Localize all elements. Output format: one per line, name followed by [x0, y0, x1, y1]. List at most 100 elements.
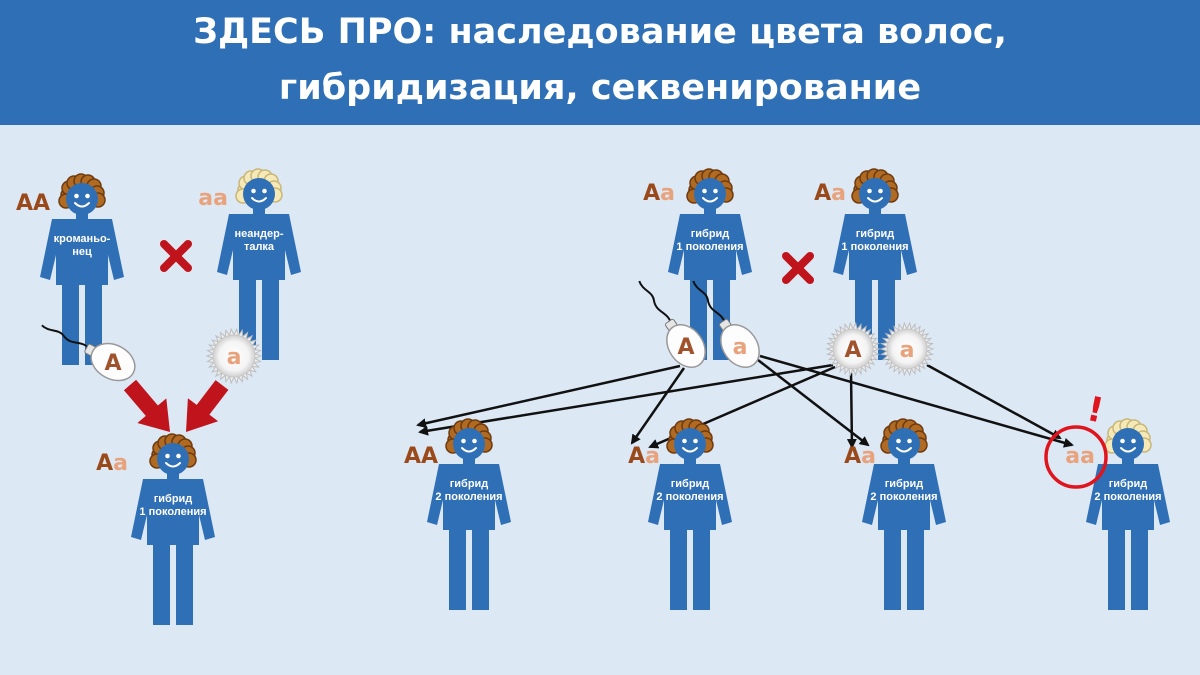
body-label-line-2: талка [244, 241, 275, 253]
red-inheritance-arrow [123, 379, 170, 432]
eye-right [907, 438, 912, 444]
smile [682, 447, 698, 453]
allele-1: A [814, 181, 831, 206]
person-figure [862, 418, 946, 610]
person-figure [131, 433, 215, 625]
neck [1122, 456, 1134, 466]
body-label-line-2: 2 поколения [870, 491, 937, 503]
allele-1: a [198, 186, 213, 211]
leg-right [262, 270, 279, 360]
allele-2: A [421, 444, 438, 469]
gamete-letter: A [677, 335, 694, 360]
genotype-label: aa [198, 186, 228, 211]
leg-right [693, 520, 710, 610]
leg-right [176, 535, 193, 625]
title-line-1: ЗДЕСЬ ПРО: наследование цвета волос, [193, 12, 1007, 52]
body-label-line-2: 2 поколения [1094, 491, 1161, 503]
allele-2: a [213, 186, 228, 211]
sperm-head [90, 342, 136, 382]
body-label-line-2: 1 поколения [841, 241, 908, 253]
smile [165, 462, 181, 468]
body-label-line-2: нец [72, 246, 92, 258]
sperm-head [720, 324, 760, 368]
torso [217, 214, 301, 280]
torso [833, 214, 917, 280]
smile [1120, 447, 1136, 453]
leg-left [670, 520, 687, 610]
genotype-label: Aa [814, 181, 846, 206]
allele-2: a [660, 181, 675, 206]
head [453, 428, 485, 460]
eye-right [1131, 438, 1136, 444]
exclamation-mark: ! [1084, 389, 1107, 431]
leg-left [153, 535, 170, 625]
eye-left [165, 453, 170, 459]
sperm-icon: A [41, 324, 136, 382]
inheritance-arrow [416, 364, 681, 429]
genotype-label: AA [16, 191, 50, 216]
eye-right [713, 188, 718, 194]
torso [668, 214, 752, 280]
sperm-tail [692, 280, 727, 325]
person-figure [648, 418, 732, 610]
allele-2: a [645, 444, 660, 469]
leg-left [449, 520, 466, 610]
head [888, 428, 920, 460]
head [66, 183, 98, 215]
eye-right [85, 193, 90, 199]
leg-right [472, 520, 489, 610]
allele-1: A [643, 181, 660, 206]
red-inheritance-arrow [186, 380, 229, 432]
genotype-label: Aa [628, 444, 660, 469]
arrows-layer [123, 354, 1074, 449]
smile [867, 197, 883, 203]
eye-left [1120, 438, 1125, 444]
person-figure [217, 168, 301, 360]
sperm-tail [638, 280, 673, 325]
cross-stroke-2 [160, 240, 192, 272]
allele-2: a [113, 451, 128, 476]
torso [427, 464, 511, 530]
sperm-icon: A [638, 280, 706, 368]
torso [648, 464, 732, 530]
person-figure [668, 168, 752, 360]
eye-left [461, 438, 466, 444]
body-label-line-2: 2 поколения [435, 491, 502, 503]
inheritance-arrow [759, 354, 1074, 448]
eye-left [702, 188, 707, 194]
allele-1: A [404, 444, 421, 469]
leg-right [85, 275, 102, 365]
smile [702, 197, 718, 203]
allele-1: A [844, 444, 861, 469]
eye-left [251, 188, 256, 194]
person-figure [1086, 418, 1170, 610]
gamete-letter: a [733, 335, 748, 360]
body-label-line-1: кроманьо- [54, 233, 111, 245]
genotype-label: aa [1065, 444, 1095, 469]
allele-2: a [831, 181, 846, 206]
gamete-letter: A [104, 351, 121, 376]
neck [76, 211, 88, 221]
cross-icon [160, 240, 192, 272]
body-label-line-1: гибрид [671, 478, 710, 490]
eye-right [693, 438, 698, 444]
neck [684, 456, 696, 466]
sperm-head [666, 324, 706, 368]
smile [74, 202, 90, 208]
torso [131, 479, 215, 545]
egg-cell-icon: a [205, 327, 263, 385]
sperm-tail [41, 324, 91, 351]
body-label-line-2: 1 поколения [139, 506, 206, 518]
body-label-line-1: гибрид [885, 478, 924, 490]
smile [461, 447, 477, 453]
egg-cell-icon: A [825, 321, 881, 377]
gamete-letter: a [227, 345, 242, 370]
allele-1: A [96, 451, 113, 476]
eye-left [74, 193, 79, 199]
title-line-2: гибридизация, секвенирование [278, 68, 922, 108]
cross-stroke-2 [782, 252, 814, 284]
torso [1086, 464, 1170, 530]
gamete-letter: A [844, 338, 861, 363]
inheritance-arrow [926, 363, 1062, 440]
cross-icon [782, 252, 814, 284]
